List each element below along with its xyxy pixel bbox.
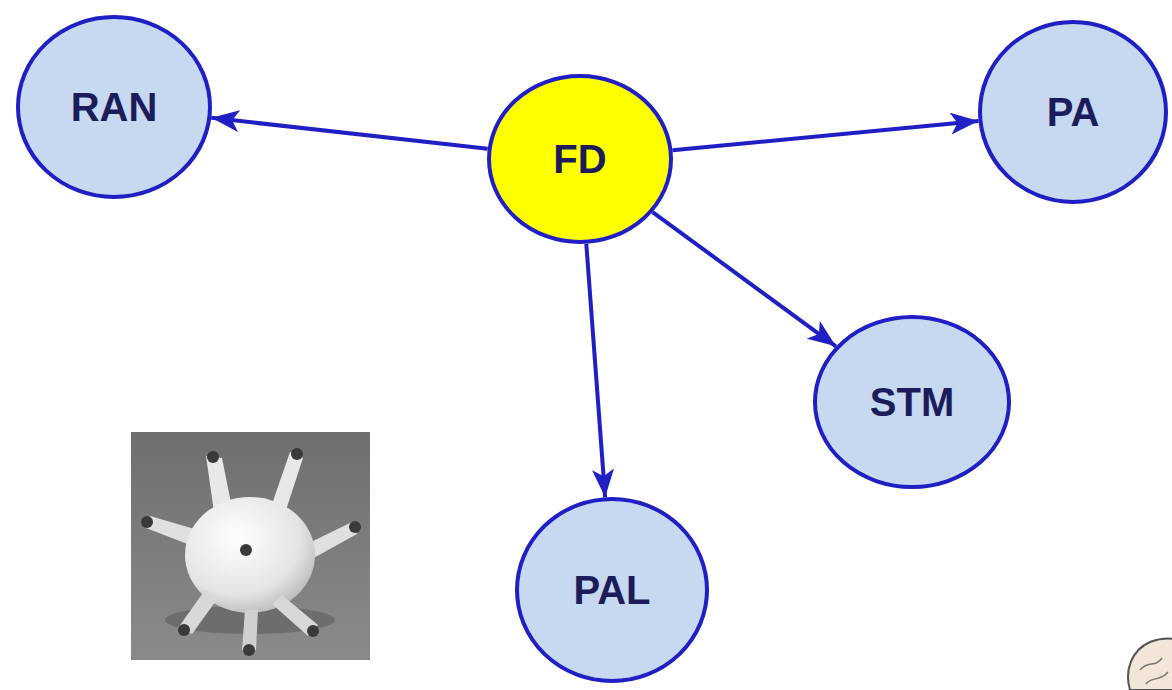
- node-circle: PAL: [515, 497, 709, 683]
- node-label: FD: [553, 137, 606, 181]
- node-label: RAN: [71, 85, 158, 129]
- node-label: STM: [870, 380, 954, 424]
- node-circle: STM: [813, 315, 1011, 489]
- node-label: PA: [1047, 90, 1100, 134]
- novel-object-photo: [131, 432, 370, 660]
- node-circle: RAN: [16, 15, 212, 199]
- node-circle: FD: [487, 74, 673, 244]
- brain-drawing: [1128, 639, 1172, 690]
- arrow-connector: [653, 212, 836, 346]
- arrow-connector: [586, 244, 605, 497]
- arrow-connector: [672, 121, 978, 150]
- node-label: PAL: [573, 568, 650, 612]
- node-circle: PA: [978, 20, 1168, 204]
- arrow-connector: [211, 118, 487, 149]
